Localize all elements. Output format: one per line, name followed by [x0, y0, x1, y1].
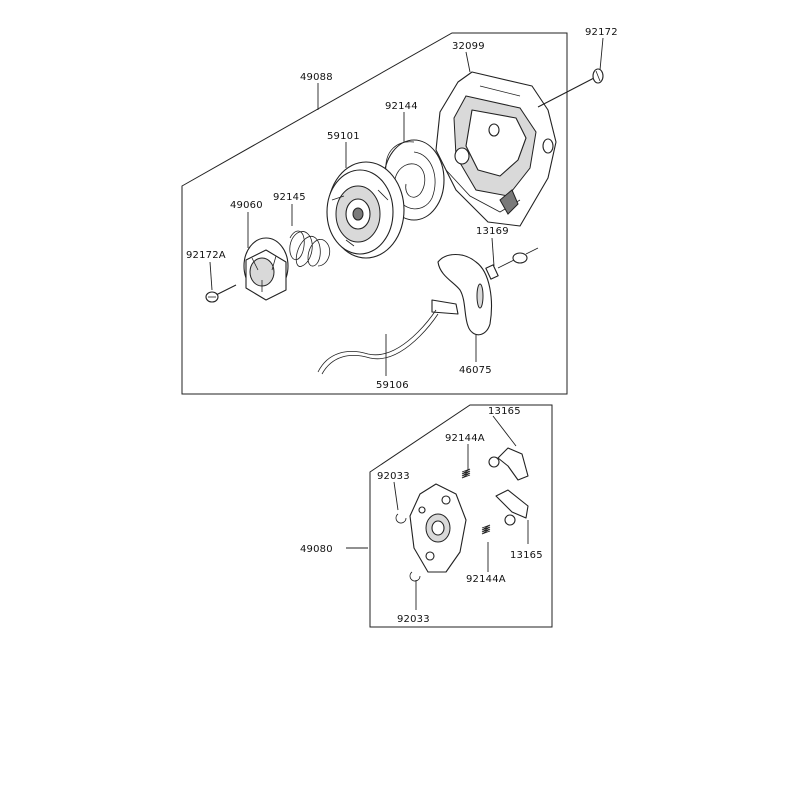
screw-92172a-drawing	[205, 284, 237, 303]
ratchet-plate-drawing	[409, 483, 467, 573]
screw-92172-drawing	[537, 68, 604, 108]
reel-drawing	[326, 161, 405, 259]
spring-92144a-top-drawing	[461, 468, 471, 479]
coil-spring-drawing	[289, 230, 331, 267]
label-59106: 59106	[376, 380, 409, 391]
label-59101: 59101	[327, 131, 360, 142]
label-46075: 46075	[459, 365, 492, 376]
label-13165-top: 13165	[488, 406, 521, 417]
starter-case-drawing	[435, 71, 557, 227]
label-13169: 13169	[476, 226, 509, 237]
label-92144a-bottom: 92144A	[466, 574, 506, 585]
label-92144a-top: 92144A	[445, 433, 485, 444]
label-92145: 92145	[273, 192, 306, 203]
clip-92033-top-drawing	[395, 513, 407, 524]
assembly-frame-49080	[369, 404, 553, 628]
label-49088: 49088	[300, 72, 333, 83]
leader-lines	[209, 37, 604, 610]
label-92144: 92144	[385, 101, 418, 112]
assembly-frame-49088	[181, 32, 568, 395]
label-13165-bottom: 13165	[510, 550, 543, 561]
spring-92144a-bottom-drawing	[481, 524, 491, 535]
label-32099: 32099	[452, 41, 485, 52]
pawl-bottom-drawing	[495, 489, 529, 526]
clip-92033-bottom-drawing	[409, 571, 421, 582]
handle-drawing	[431, 253, 493, 336]
label-49060: 49060	[230, 200, 263, 211]
pawl-top-drawing	[488, 447, 529, 481]
clip-13169-drawing	[485, 247, 539, 280]
label-92033-bottom: 92033	[397, 614, 430, 625]
rope-drawing	[317, 309, 439, 375]
label-49080: 49080	[300, 544, 333, 555]
label-92172a: 92172A	[186, 250, 226, 261]
label-92172: 92172	[585, 27, 618, 38]
pulley-drawing	[243, 237, 289, 301]
label-92033-top: 92033	[377, 471, 410, 482]
